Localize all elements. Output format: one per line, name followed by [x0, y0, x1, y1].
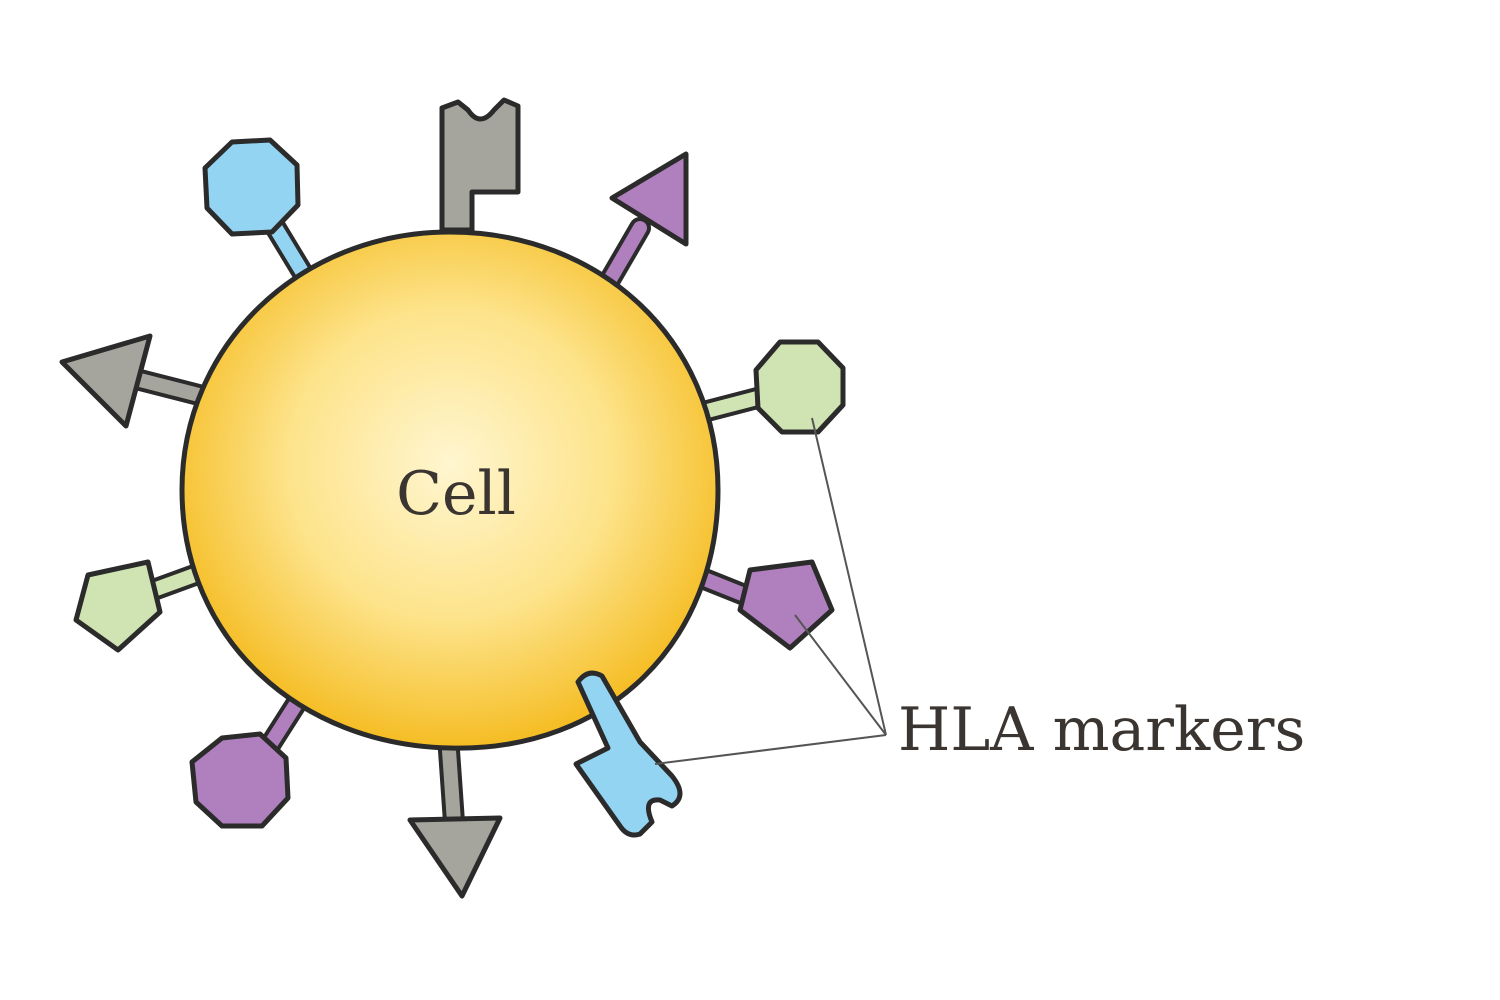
blue-lollipop-marker: [202, 137, 301, 237]
grey-arrow-marker: [59, 333, 153, 429]
grey-arrow-marker-bottom: [407, 815, 503, 899]
blue-receptor-marker: [573, 670, 683, 838]
hla-markers-label: HLA markers: [898, 695, 1305, 765]
green-pentagon-marker: [73, 559, 163, 653]
cell-body: [179, 229, 721, 751]
grey-receptor-marker: [439, 97, 521, 233]
leader-lines: [654, 417, 887, 765]
green-lollipop-marker: [753, 339, 846, 435]
purple-arrow-marker: [609, 151, 689, 247]
purple-pentagon-marker: [737, 559, 835, 651]
purple-lollipop-marker: [189, 731, 291, 829]
cell-label: Cell: [396, 459, 516, 529]
